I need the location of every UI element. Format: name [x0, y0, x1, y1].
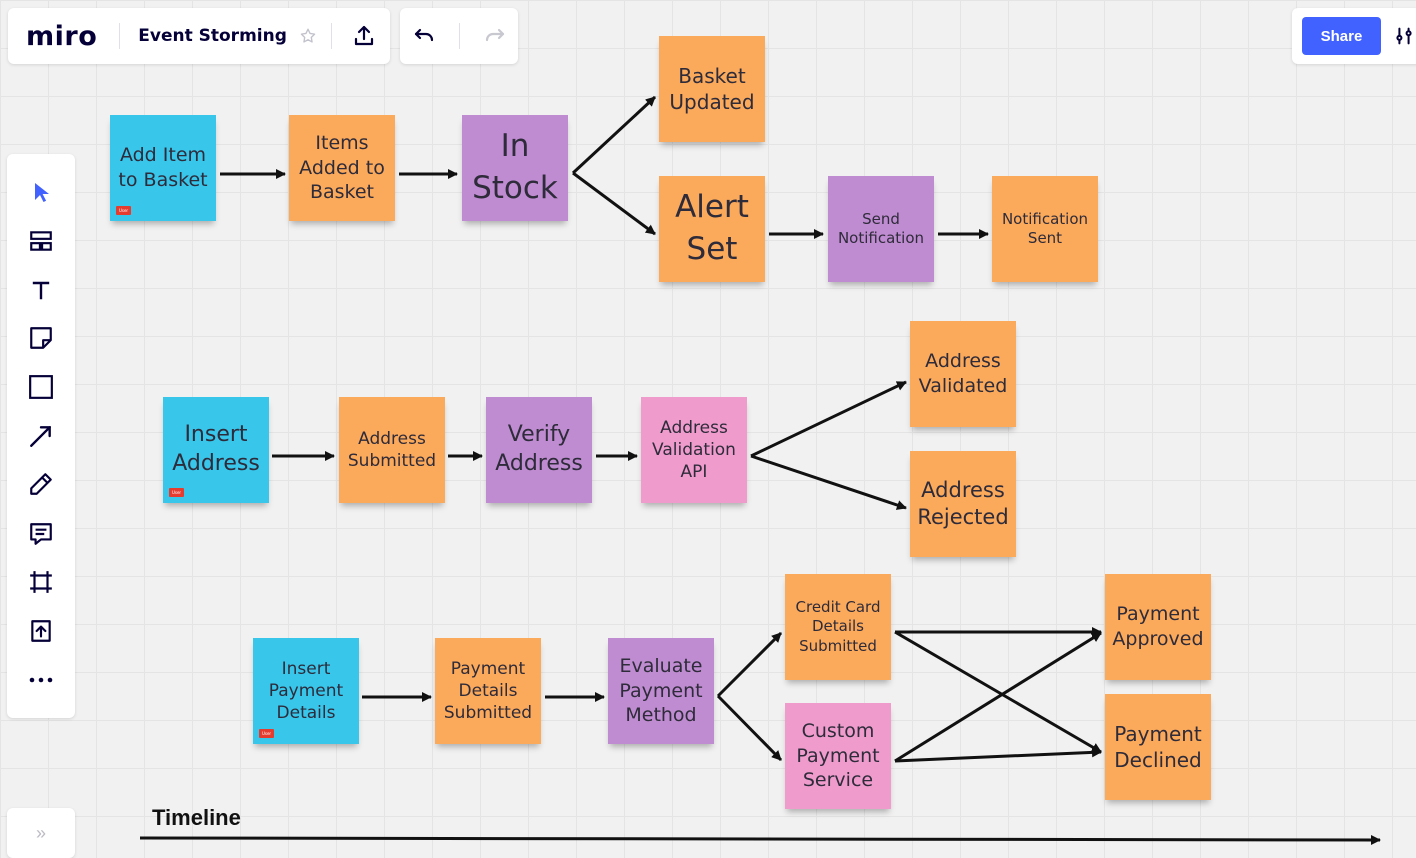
sticky-address-validation-api[interactable]: Address Validation API — [641, 397, 747, 503]
connector-arrow — [750, 454, 907, 510]
upload-icon[interactable] — [7, 611, 75, 651]
sticky-text: Address Rejected — [917, 477, 1009, 529]
sticky-in-stock[interactable]: In Stock — [462, 115, 568, 221]
board-title[interactable]: Event Storming — [138, 26, 287, 46]
sticky-items-added-to-basket[interactable]: Items Added to Basket — [289, 115, 395, 221]
sticky-text: Verify Address — [495, 422, 583, 476]
connector-arrow — [894, 631, 1102, 763]
sticky-text: Send Notification — [837, 209, 925, 248]
sticky-text: Custom Payment Service — [796, 719, 880, 792]
sticky-evaluate-payment-method[interactable]: Evaluate Payment Method — [608, 638, 714, 744]
sticky-text: In Stock — [472, 128, 558, 206]
connector-arrow — [572, 171, 656, 236]
sticky-note-icon[interactable] — [7, 318, 75, 358]
left-toolbar — [7, 154, 75, 718]
sticky-text: Notification Sent — [1001, 209, 1089, 248]
user-tag: User — [116, 206, 131, 215]
pen-icon[interactable] — [7, 464, 75, 504]
expand-panel-button[interactable]: » — [7, 808, 75, 858]
divider — [330, 23, 332, 49]
sticky-payment-details-submitted[interactable]: Payment Details Submitted — [435, 638, 541, 744]
sticky-text: Insert Payment Details — [268, 658, 344, 724]
sticky-text: Address Submitted — [347, 428, 437, 471]
divider — [458, 23, 460, 49]
user-tag: User — [169, 488, 184, 497]
share-button[interactable]: Share — [1302, 17, 1381, 55]
more-icon[interactable] — [7, 660, 75, 700]
sticky-address-submitted[interactable]: Address Submitted — [339, 397, 445, 503]
sticky-credit-card-details-submitted[interactable]: Credit Card Details Submitted — [785, 574, 891, 680]
sticky-insert-address[interactable]: Insert Address User — [163, 397, 269, 503]
user-tag: User — [259, 729, 274, 738]
sticky-text: Basket Updated — [669, 64, 755, 114]
comment-icon[interactable] — [7, 514, 75, 554]
sticky-text: Items Added to Basket — [299, 131, 385, 204]
top-left-bar: miro Event Storming — [8, 8, 390, 64]
sticky-text: Payment Details Submitted — [443, 658, 533, 724]
export-icon[interactable] — [352, 24, 376, 48]
sticky-verify-address[interactable]: Verify Address — [486, 397, 592, 503]
star-icon[interactable] — [299, 27, 317, 45]
double-chevron-right-icon: » — [35, 822, 46, 843]
connector-arrow — [571, 95, 657, 175]
templates-icon[interactable] — [7, 221, 75, 261]
sticky-text: Insert Address — [172, 422, 260, 476]
shape-icon[interactable] — [7, 367, 75, 407]
sticky-add-item-to-basket[interactable]: Add Item to Basket User — [110, 115, 216, 221]
miro-logo[interactable]: miro — [26, 20, 98, 52]
sticky-text: Add Item to Basket — [118, 144, 208, 191]
sticky-text: Address Validated — [918, 350, 1008, 397]
connector-arrow — [716, 694, 783, 762]
sticky-text: Alert Set — [675, 189, 749, 267]
sticky-payment-approved[interactable]: Payment Approved — [1105, 574, 1211, 680]
connector-arrow — [894, 630, 1102, 754]
sticky-text: Evaluate Payment Method — [619, 654, 703, 727]
settings-sliders-icon[interactable] — [1393, 25, 1415, 47]
sticky-send-notification[interactable]: Send Notification — [828, 176, 934, 282]
undo-icon[interactable] — [412, 24, 436, 48]
sticky-payment-declined[interactable]: Payment Declined — [1105, 694, 1211, 800]
sticky-address-validated[interactable]: Address Validated — [910, 321, 1016, 427]
sticky-custom-payment-service[interactable]: Custom Payment Service — [785, 703, 891, 809]
sticky-alert-set[interactable]: Alert Set — [659, 176, 765, 282]
text-icon[interactable] — [7, 270, 75, 310]
sticky-insert-payment-details[interactable]: Insert Payment Details User — [253, 638, 359, 744]
sticky-text: Payment Declined — [1114, 722, 1202, 772]
sticky-text: Credit Card Details Submitted — [795, 597, 881, 655]
connector-arrow — [750, 380, 907, 458]
connector-arrow — [716, 631, 783, 698]
sticky-basket-updated[interactable]: Basket Updated — [659, 36, 765, 142]
connector-arrow — [894, 747, 1102, 763]
frame-icon[interactable] — [7, 562, 75, 602]
undo-redo-bar — [400, 8, 518, 64]
sticky-text: Payment Approved — [1112, 603, 1204, 650]
sticky-address-rejected[interactable]: Address Rejected — [910, 451, 1016, 557]
select-icon[interactable] — [7, 172, 75, 212]
share-bar: Share — [1292, 8, 1416, 64]
timeline-label: Timeline — [152, 805, 241, 830]
sticky-notification-sent[interactable]: Notification Sent — [992, 176, 1098, 282]
divider — [119, 23, 121, 49]
timeline-arrow — [139, 834, 1381, 845]
sticky-text: Address Validation API — [652, 417, 736, 483]
redo-icon[interactable] — [483, 24, 507, 48]
line-icon[interactable] — [7, 416, 75, 456]
